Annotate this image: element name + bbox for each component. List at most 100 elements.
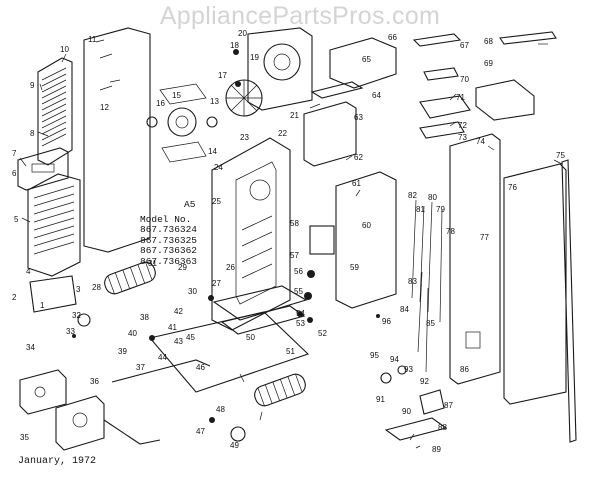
callout-95: 95 — [370, 351, 379, 360]
burner-tray — [220, 305, 306, 335]
callout-35: 35 — [20, 433, 29, 442]
rear-panel-cutout — [465, 331, 481, 349]
top-strip-67 — [412, 33, 462, 47]
callout-40: 40 — [128, 329, 137, 338]
callout-77: 77 — [480, 233, 489, 242]
top-cap — [475, 79, 535, 121]
callout-75: 75 — [556, 151, 565, 160]
callout-14: 14 — [208, 147, 217, 156]
callout-88: 88 — [438, 423, 447, 432]
callout-45: 45 — [186, 333, 195, 342]
callout-68: 68 — [484, 37, 493, 46]
callout-69: 69 — [484, 59, 493, 68]
callout-44: 44 — [158, 353, 167, 362]
callout-23: 23 — [240, 133, 249, 142]
manifold-pipe — [111, 359, 211, 383]
vent-cap — [329, 37, 397, 89]
callout-58: 58 — [290, 219, 299, 228]
control-slot — [31, 163, 55, 173]
callout-18: 18 — [230, 41, 239, 50]
callout-50: 50 — [246, 333, 255, 342]
side-trim-strip — [561, 159, 577, 443]
callout-8: 8 — [30, 129, 35, 138]
section-label: A5 — [184, 199, 196, 210]
callout-labels: 1 2 3 4 5 6 7 8 9 10 11 12 13 14 15 16 1… — [12, 29, 565, 454]
front-grille-panel — [37, 57, 73, 166]
callout-66: 66 — [388, 33, 397, 42]
callout-5: 5 — [14, 215, 19, 224]
callout-11: 11 — [88, 35, 97, 44]
callout-2: 2 — [12, 293, 17, 302]
callout-43: 43 — [174, 337, 183, 346]
callout-89: 89 — [432, 445, 441, 454]
burner-base — [212, 285, 308, 321]
callout-17: 17 — [218, 71, 227, 80]
callout-39: 39 — [118, 347, 127, 356]
leader-lines — [19, 39, 563, 449]
callout-42: 42 — [174, 307, 183, 316]
callout-93: 93 — [404, 365, 413, 374]
callout-22: 22 — [278, 129, 287, 138]
callout-86: 86 — [460, 365, 469, 374]
callout-57: 57 — [290, 251, 299, 260]
callout-24: 24 — [214, 163, 223, 172]
callout-49: 49 — [230, 441, 239, 450]
callout-70: 70 — [460, 75, 469, 84]
callout-91: 91 — [376, 395, 385, 404]
callout-38: 38 — [140, 313, 149, 322]
callout-16: 16 — [156, 99, 165, 108]
callout-67: 67 — [460, 41, 469, 50]
callout-83: 83 — [408, 277, 417, 286]
callout-6: 6 — [12, 169, 17, 178]
callout-32: 32 — [72, 311, 81, 320]
model-number-2: 867.736325 — [140, 234, 198, 246]
callout-79: 79 — [436, 205, 445, 214]
lower-grille-panel — [27, 173, 81, 277]
bottom-pan — [148, 311, 310, 393]
callout-27: 27 — [212, 279, 221, 288]
callout-61: 61 — [352, 179, 361, 188]
callout-31: 31 — [148, 259, 157, 268]
callout-4: 4 — [26, 267, 31, 276]
callout-71: 71 — [456, 93, 465, 102]
watermark: AppliancePartsPros.com — [159, 2, 441, 30]
callout-52: 52 — [318, 329, 327, 338]
callout-60: 60 — [362, 221, 371, 230]
callout-3: 3 — [76, 285, 81, 294]
gas-supply-pipe — [103, 419, 161, 445]
model-label: Model No. — [140, 213, 192, 225]
callout-15: 15 — [172, 91, 181, 100]
callout-53: 53 — [296, 319, 305, 328]
callout-54: 54 — [296, 309, 305, 318]
igniter-block — [419, 389, 445, 415]
callout-62: 62 — [354, 153, 363, 162]
callout-80: 80 — [428, 193, 437, 202]
callout-19: 19 — [250, 53, 259, 62]
nut-93 — [380, 372, 392, 384]
heat-exchanger — [211, 137, 291, 331]
callout-30: 30 — [188, 287, 197, 296]
diagram-date: January, 1972 — [18, 456, 97, 467]
callout-7: 7 — [12, 149, 17, 158]
callout-90: 90 — [402, 407, 411, 416]
bracket-70 — [423, 67, 459, 81]
callout-73: 73 — [458, 133, 467, 142]
callout-33: 33 — [66, 327, 75, 336]
callout-56: 56 — [294, 267, 303, 276]
nut-94 — [397, 365, 407, 375]
vent-damper — [310, 81, 364, 99]
access-door — [29, 275, 77, 313]
callout-82: 82 — [408, 191, 417, 200]
plate-71 — [419, 95, 471, 119]
model-number-4: 867.736363 — [140, 255, 198, 267]
blower-motor — [146, 83, 218, 163]
callout-84: 84 — [400, 305, 409, 314]
control-panel-strip — [17, 147, 69, 191]
callout-26: 26 — [226, 263, 235, 272]
callout-81: 81 — [416, 205, 425, 214]
callout-55: 55 — [294, 287, 303, 296]
fasteners — [72, 49, 380, 442]
callout-74: 74 — [476, 137, 485, 146]
